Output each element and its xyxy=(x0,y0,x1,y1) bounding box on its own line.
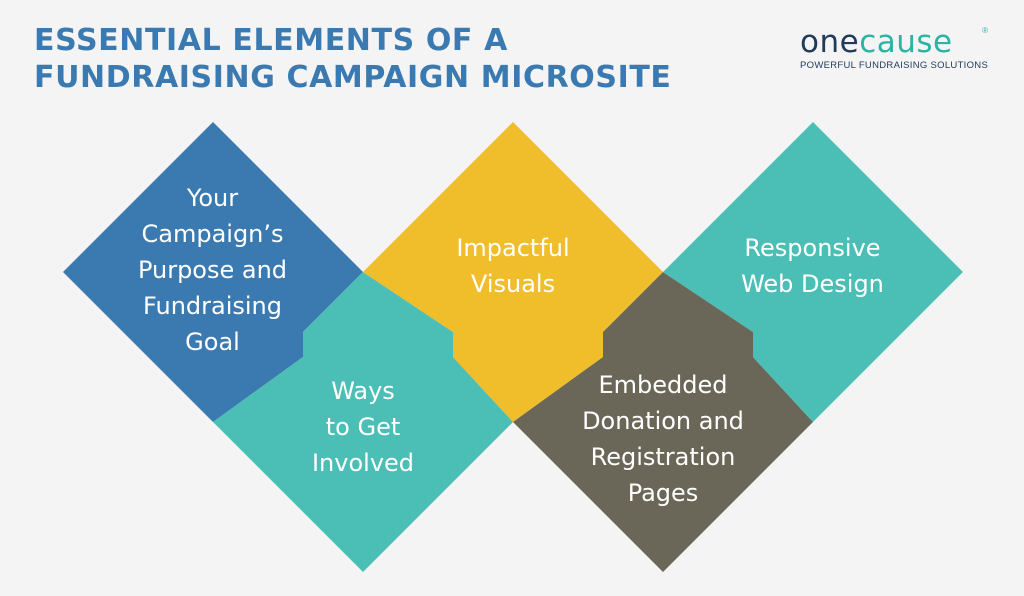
logo-tagline: POWERFUL FUNDRAISING SOLUTIONS xyxy=(800,60,989,71)
element-shape-ways-to-get-involved xyxy=(213,272,513,572)
label-line: Fundraising xyxy=(142,292,282,320)
label-line: Visuals xyxy=(470,270,556,298)
title-line-2: FUNDRAISING CAMPAIGN MICROSITE xyxy=(34,60,672,95)
label-line: Registration xyxy=(590,443,736,471)
element-label-embedded-donation: Embedded Donation and Registration Pages xyxy=(553,367,773,511)
label-line: Pages xyxy=(627,479,699,507)
label-line: Campaign’s xyxy=(141,220,284,248)
label-line: Web Design xyxy=(741,270,884,298)
label-line: Your xyxy=(186,184,239,212)
logo-wordmark: onecause xyxy=(800,24,990,60)
label-line: Donation and xyxy=(582,407,744,435)
label-line: Impactful xyxy=(456,234,570,262)
element-label-responsive-web-design: Responsive Web Design xyxy=(705,230,920,302)
label-line: Involved xyxy=(311,449,415,477)
page-title: ESSENTIAL ELEMENTS OF A FUNDRAISING CAMP… xyxy=(34,22,672,96)
element-shape-embedded-donation xyxy=(513,272,813,572)
label-line: Responsive xyxy=(744,234,881,262)
label-line: Purpose and xyxy=(137,256,288,284)
element-shape-responsive-web-design xyxy=(663,122,963,422)
element-label-ways-to-get-involved: Ways to Get Involved xyxy=(263,373,463,481)
onecause-logo: onecause ® POWERFUL FUNDRAISING SOLUTION… xyxy=(800,24,990,71)
logo-word-one: one xyxy=(800,24,860,60)
element-shape-campaign-purpose xyxy=(63,122,363,422)
title-line-1: ESSENTIAL ELEMENTS OF A xyxy=(34,23,508,58)
label-line: Embedded xyxy=(598,371,728,399)
registered-mark-icon: ® xyxy=(982,26,988,35)
label-line: to Get xyxy=(325,413,401,441)
logo-word-cause: cause xyxy=(859,24,953,60)
element-label-campaign-purpose: Your Campaign’s Purpose and Fundraising … xyxy=(105,180,320,360)
label-line: Goal xyxy=(185,328,240,356)
element-label-impactful-visuals: Impactful Visuals xyxy=(413,230,613,302)
element-shape-impactful-visuals xyxy=(363,122,663,422)
label-line: Ways xyxy=(331,377,395,405)
